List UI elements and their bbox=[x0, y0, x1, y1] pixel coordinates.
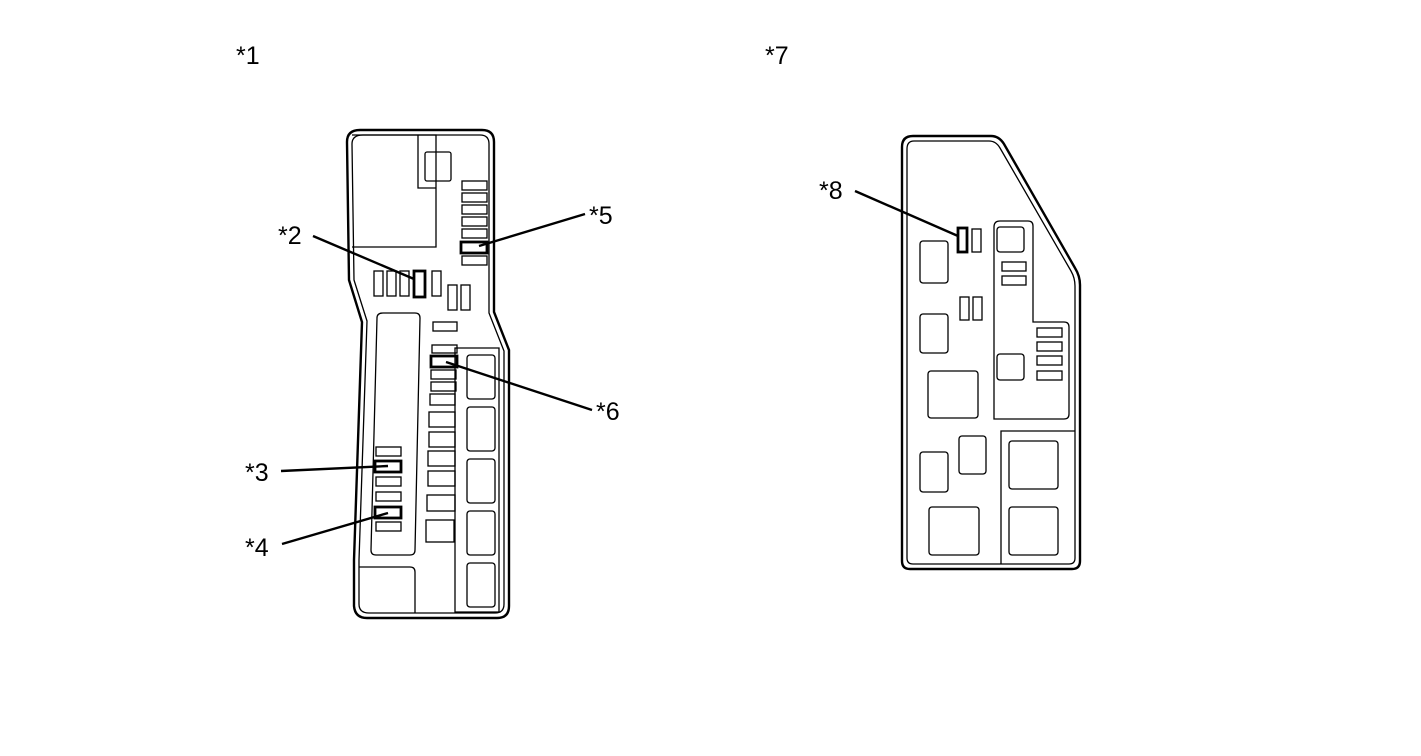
leader-5 bbox=[478, 212, 586, 248]
relay-large-1 bbox=[927, 370, 979, 419]
label-5: *5 bbox=[589, 202, 613, 230]
upper-panel-notch bbox=[417, 135, 436, 189]
left-block-inner-edge bbox=[351, 134, 505, 614]
right-relay-block bbox=[900, 134, 1082, 571]
relay-left-1 bbox=[919, 240, 949, 284]
relay-left-2 bbox=[919, 313, 949, 354]
relay-large-3 bbox=[928, 506, 980, 556]
fuse-8-highlight bbox=[956, 226, 969, 254]
relay-column-frame bbox=[454, 347, 500, 613]
upper-fuse-stack bbox=[461, 180, 488, 266]
label-3: *3 bbox=[245, 459, 269, 487]
leader-lines bbox=[280, 189, 959, 546]
label-7: *7 bbox=[765, 42, 789, 70]
upper-panel bbox=[352, 134, 437, 248]
square-slot-top bbox=[996, 226, 1025, 253]
leader-2 bbox=[312, 234, 415, 281]
label-4: *4 bbox=[245, 534, 269, 562]
lower-left-panel bbox=[370, 312, 421, 556]
leader-8 bbox=[854, 189, 959, 238]
relay-column bbox=[466, 354, 496, 608]
fuse-5-highlight bbox=[459, 240, 489, 255]
relay-large-4 bbox=[1008, 506, 1059, 556]
label-6: *6 bbox=[596, 398, 620, 426]
fuse-4-highlight bbox=[373, 505, 403, 520]
right-block-outer-edge bbox=[900, 134, 1082, 571]
leader-6 bbox=[445, 360, 593, 412]
bottom-left-box bbox=[359, 566, 416, 613]
label-1: *1 bbox=[236, 42, 260, 70]
relay-small bbox=[958, 435, 987, 475]
relay-large-2 bbox=[1008, 440, 1059, 490]
vertical-fuse-row bbox=[373, 270, 471, 311]
lower-left-fuse-stack bbox=[375, 446, 402, 532]
leader-4 bbox=[281, 511, 389, 546]
relay-left-3 bbox=[919, 451, 949, 493]
label-8: *8 bbox=[819, 177, 843, 205]
fuse-6-highlight bbox=[429, 354, 459, 369]
right-fuse-stack bbox=[1036, 327, 1063, 381]
left-relay-block bbox=[345, 128, 511, 620]
leader-3 bbox=[280, 464, 389, 473]
right-block-inner-edge bbox=[906, 140, 1076, 565]
label-2: *2 bbox=[278, 222, 302, 250]
bottom-right-divider bbox=[1000, 430, 1075, 564]
right-inner-panel bbox=[993, 220, 1070, 420]
square-slot-mid bbox=[996, 353, 1025, 381]
fuse-2-highlight bbox=[412, 269, 427, 299]
fuse-slot bbox=[971, 228, 982, 253]
left-block-outer-edge bbox=[345, 128, 511, 620]
upper-square-slot bbox=[424, 151, 452, 182]
